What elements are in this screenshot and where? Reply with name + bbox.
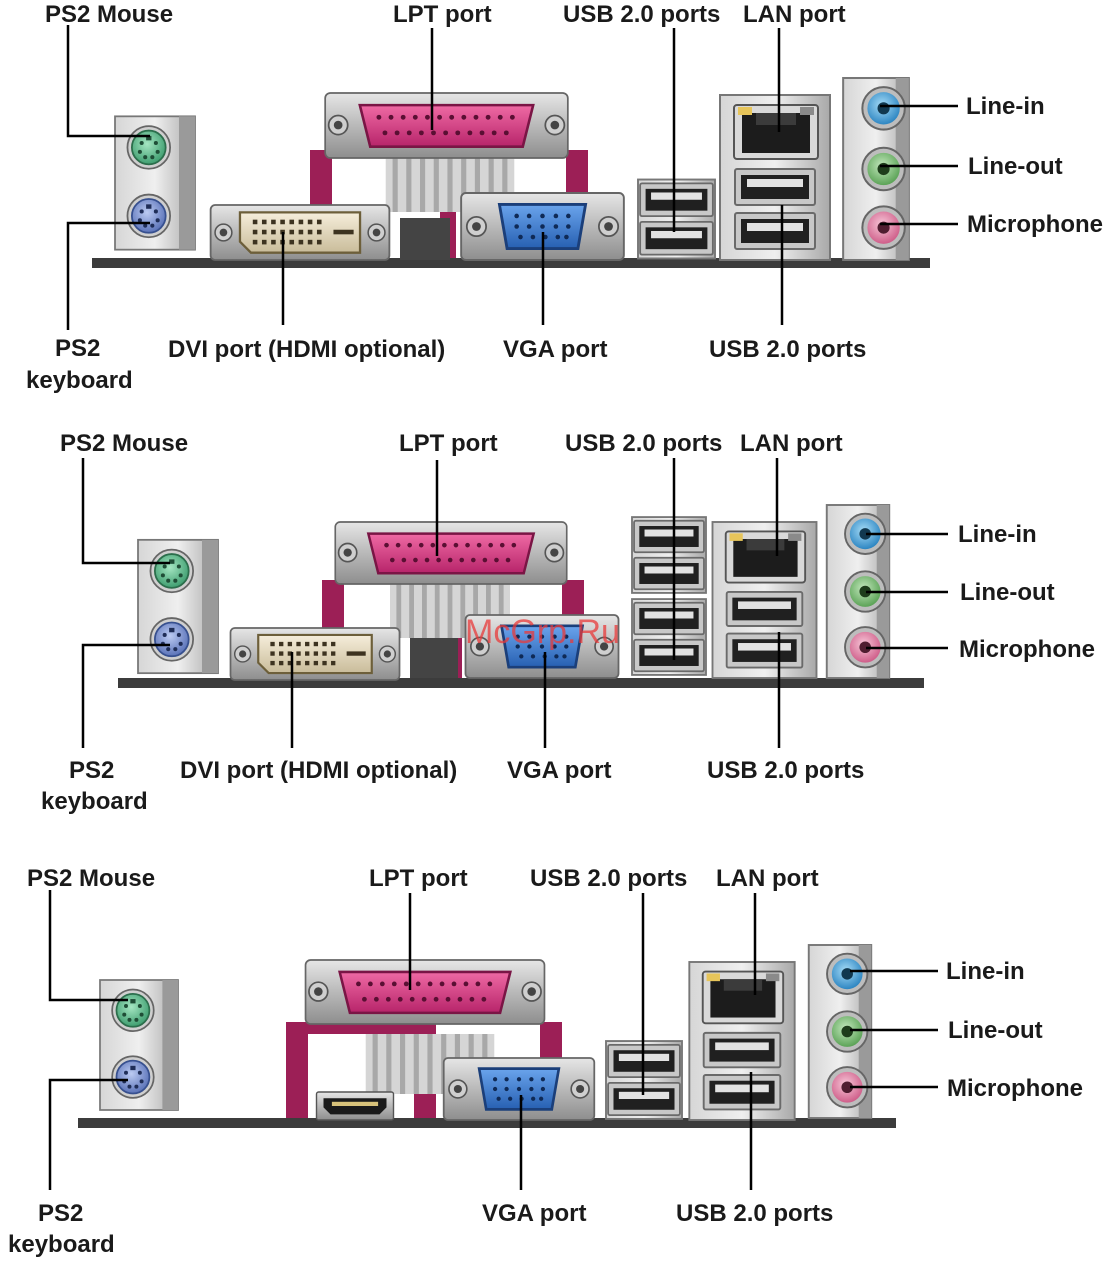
lpt-connector (306, 960, 545, 1024)
panel-3-leaders (48, 890, 938, 1190)
watermark: McGrp.Ru (465, 613, 620, 651)
pcb-board (118, 678, 924, 688)
bracket-post (286, 1022, 308, 1118)
bracket-post (540, 1022, 562, 1062)
label-lan-port: LAN port (716, 865, 819, 892)
label-microphone: Microphone (959, 636, 1095, 663)
panel-1-leaders (66, 25, 958, 330)
lpt-connector (335, 522, 566, 584)
label-usb-ports-top: USB 2.0 ports (530, 865, 687, 892)
label-vga-port: VGA port (482, 1200, 586, 1227)
label-usb-ports-bottom: USB 2.0 ports (676, 1200, 833, 1227)
label-ps2-keyboard-line1: PS2 (69, 757, 114, 784)
panel-3: PS2 Mouse LPT port USB 2.0 ports LAN por… (8, 865, 1083, 1258)
label-ps2-keyboard-line2: keyboard (8, 1231, 115, 1258)
dvi-connector (231, 628, 400, 680)
lan-usb-stack (720, 95, 830, 260)
label-ps2-keyboard-line2: keyboard (41, 788, 148, 815)
leader-ps2-mouse (48, 890, 128, 1002)
label-usb-ports-bottom: USB 2.0 ports (709, 336, 866, 363)
lan-usb-stack (713, 522, 817, 678)
leader-ps2-mouse (81, 458, 170, 565)
panel-3-labels: PS2 Mouse LPT port USB 2.0 ports LAN por… (8, 865, 1083, 1258)
hdmi-connector (315, 1091, 395, 1121)
panel-2-hardware (118, 503, 924, 688)
label-ps2-mouse: PS2 Mouse (60, 430, 188, 457)
header-pins (410, 638, 458, 678)
label-ps2-keyboard-line2: keyboard (26, 367, 133, 394)
header-pins (400, 218, 450, 260)
label-lpt-port: LPT port (399, 430, 498, 457)
pcb-board (92, 258, 930, 268)
label-line-in: Line-in (946, 958, 1025, 985)
label-lpt-port: LPT port (393, 1, 492, 28)
ps2-connector-stack (137, 538, 219, 675)
label-line-in: Line-in (966, 93, 1045, 120)
label-microphone: Microphone (947, 1075, 1083, 1102)
vga-connector (444, 1058, 595, 1120)
panel-3-hardware (78, 943, 896, 1128)
label-lan-port: LAN port (740, 430, 843, 457)
lan-usb-stack (689, 962, 794, 1120)
panel-2-leaders (81, 458, 948, 748)
label-ps2-mouse: PS2 Mouse (27, 865, 155, 892)
panel-1-labels: PS2 Mouse LPT port USB 2.0 ports LAN por… (26, 1, 1103, 394)
label-line-in: Line-in (958, 521, 1037, 548)
label-line-out: Line-out (968, 153, 1063, 180)
panel-1-hardware (92, 76, 930, 268)
label-ps2-keyboard-line1: PS2 (55, 335, 100, 362)
dvi-connector (211, 205, 390, 260)
pcb-board (78, 1118, 896, 1128)
label-dvi-port: DVI port (HDMI optional) (180, 757, 457, 784)
usb-stack-lower (632, 599, 706, 675)
bracket-frame (286, 1022, 436, 1034)
label-vga-port: VGA port (503, 336, 607, 363)
label-line-out: Line-out (948, 1017, 1043, 1044)
label-dvi-port: DVI port (HDMI optional) (168, 336, 445, 363)
label-line-out: Line-out (960, 579, 1055, 606)
usb-stack (638, 180, 715, 259)
label-usb-ports-bottom: USB 2.0 ports (707, 757, 864, 784)
leader-ps2-keyboard (48, 1078, 128, 1190)
label-lan-port: LAN port (743, 1, 846, 28)
label-lpt-port: LPT port (369, 865, 468, 892)
leader-ps2-mouse (66, 25, 150, 138)
label-microphone: Microphone (967, 211, 1103, 238)
label-vga-port: VGA port (507, 757, 611, 784)
panel-1: PS2 Mouse LPT port USB 2.0 ports LAN por… (26, 1, 1103, 394)
leader-ps2-keyboard (66, 221, 150, 330)
label-ps2-keyboard-line1: PS2 (38, 1200, 83, 1227)
panel-2: PS2 Mouse LPT port USB 2.0 ports LAN por… (41, 430, 1095, 815)
usb-stack-upper (632, 517, 706, 593)
label-usb-ports-top: USB 2.0 ports (565, 430, 722, 457)
label-ps2-mouse: PS2 Mouse (45, 1, 173, 28)
lpt-connector (325, 93, 568, 158)
label-usb-ports-top: USB 2.0 ports (563, 1, 720, 28)
leader-ps2-keyboard (81, 643, 170, 748)
panel-2-labels: PS2 Mouse LPT port USB 2.0 ports LAN por… (41, 430, 1095, 815)
